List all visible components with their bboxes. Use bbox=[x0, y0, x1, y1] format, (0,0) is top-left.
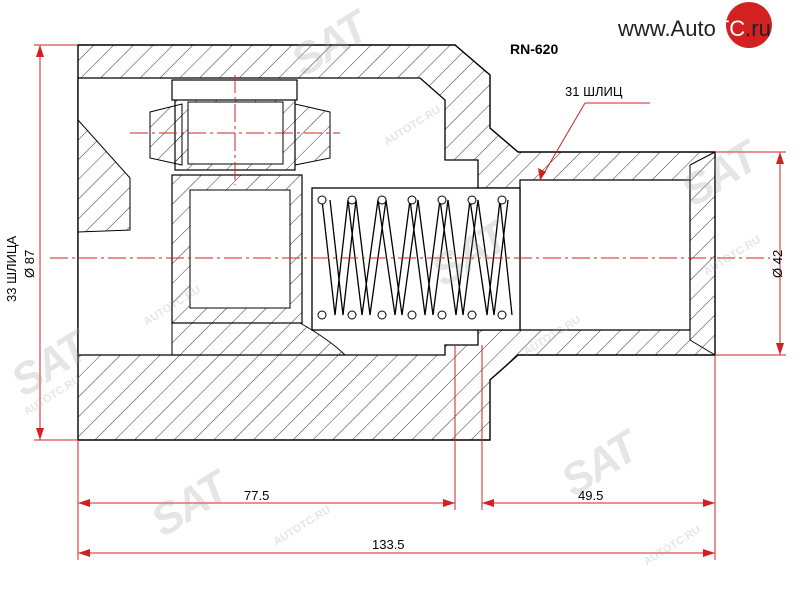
brand-suffix: .ru bbox=[745, 16, 771, 41]
dimension-lines bbox=[34, 44, 786, 560]
brand-logo-circle bbox=[726, 2, 772, 48]
spring bbox=[311, 187, 521, 331]
dimension-left-length: 77.5 bbox=[244, 488, 270, 503]
spring-coil-markers bbox=[317, 195, 507, 320]
spline-count-shaft: 31 ШЛИЦ bbox=[565, 84, 623, 99]
dimension-right-length: 49.5 bbox=[578, 488, 604, 503]
brand-highlight: TC bbox=[715, 16, 746, 41]
centerlines bbox=[50, 75, 770, 259]
dimension-total-length: 133.5 bbox=[372, 537, 405, 552]
spline-count-housing: 33 ШЛИЦА bbox=[4, 235, 19, 302]
diameter-shaft: Ø 42 bbox=[770, 249, 785, 278]
brand-url[interactable]: www.AutoTC.ru bbox=[618, 16, 771, 42]
dimension-arrows bbox=[36, 45, 784, 557]
part-number: RN-620 bbox=[510, 41, 559, 57]
brand-prefix: www.Auto bbox=[618, 16, 716, 41]
diameter-housing: Ø 87 bbox=[22, 249, 37, 278]
